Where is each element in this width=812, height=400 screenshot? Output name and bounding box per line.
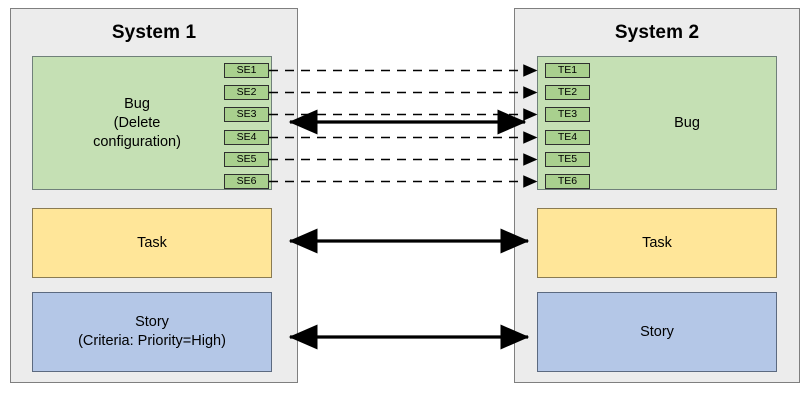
sub-item-se6[interactable]: SE6: [224, 174, 269, 189]
sub-item-te2[interactable]: TE2: [545, 85, 590, 100]
sub-item-te2-label: TE2: [557, 86, 578, 99]
system-1-story-label: Story (Criteria: Priority=High): [78, 314, 226, 349]
sub-item-se4-label: SE4: [236, 131, 257, 144]
sub-item-se2[interactable]: SE2: [224, 85, 269, 100]
system-1-bug-label: Bug (Delete configuration): [93, 95, 181, 150]
sub-item-te1-label: TE1: [557, 64, 578, 77]
sub-item-se3[interactable]: SE3: [224, 107, 269, 122]
system-2-task-box[interactable]: Task: [537, 208, 777, 278]
system-1-bug-box[interactable]: Bug (Delete configuration): [32, 56, 272, 190]
system-2-task-label: Task: [642, 234, 672, 251]
sub-item-se1-label: SE1: [236, 64, 257, 77]
sub-item-se1[interactable]: SE1: [224, 63, 269, 78]
sub-item-te3-label: TE3: [557, 108, 578, 121]
system-2-story-box[interactable]: Story: [537, 292, 777, 372]
sub-item-te5-label: TE5: [557, 153, 578, 166]
system-2-bug-label: Bug: [674, 114, 700, 131]
sub-item-se3-label: SE3: [236, 108, 257, 121]
sub-item-se4[interactable]: SE4: [224, 130, 269, 145]
system-2-title: System 2: [614, 22, 700, 43]
system-1-story-box[interactable]: Story (Criteria: Priority=High): [32, 292, 272, 372]
sub-item-se2-label: SE2: [236, 86, 257, 99]
sub-item-te5[interactable]: TE5: [545, 152, 590, 167]
system-1-task-box[interactable]: Task: [32, 208, 272, 278]
sub-item-te3[interactable]: TE3: [545, 107, 590, 122]
sub-item-te4[interactable]: TE4: [545, 130, 590, 145]
system-1-title: System 1: [111, 22, 197, 43]
sub-item-te1[interactable]: TE1: [545, 63, 590, 78]
system-2-bug-box[interactable]: Bug: [537, 56, 777, 190]
system-2-story-label: Story: [640, 323, 674, 340]
sub-item-se5-label: SE5: [236, 153, 257, 166]
sub-item-te6-label: TE6: [557, 175, 578, 188]
sub-item-te4-label: TE4: [557, 131, 578, 144]
sub-item-se5[interactable]: SE5: [224, 152, 269, 167]
sub-item-te6[interactable]: TE6: [545, 174, 590, 189]
sub-item-se6-label: SE6: [236, 175, 257, 188]
system-1-task-label: Task: [137, 234, 167, 251]
